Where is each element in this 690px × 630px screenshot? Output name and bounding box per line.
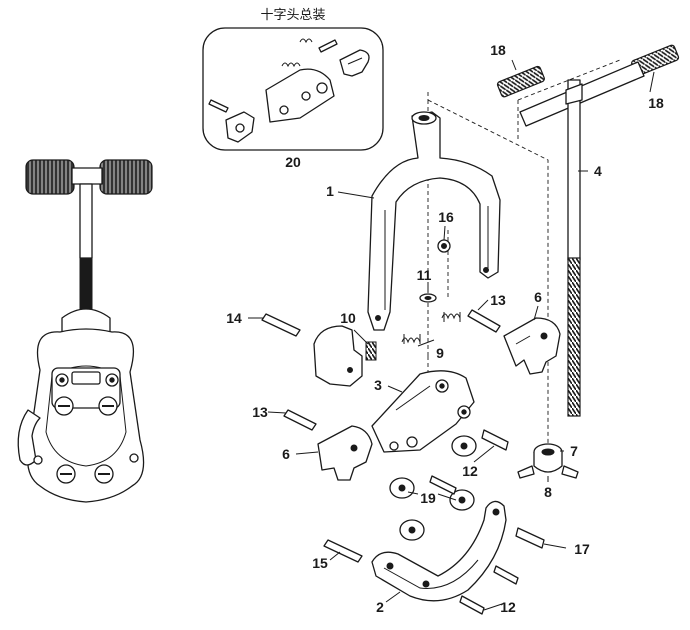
- handle-grip-right: [99, 159, 153, 195]
- callout-20: 20: [285, 154, 301, 170]
- callout-17: 17: [574, 541, 590, 557]
- callout-16: 16: [438, 209, 454, 225]
- part-11-washer: [419, 293, 437, 303]
- jaw-cap: [313, 325, 363, 387]
- bolt-lower-right: [493, 565, 519, 585]
- part-8-wings: [517, 465, 579, 479]
- callout-14: 14: [226, 310, 242, 326]
- bolts: [429, 429, 545, 615]
- inset-title: 十字头总装: [260, 8, 325, 23]
- pin-14: [261, 313, 301, 337]
- callout-13-lower: 13: [252, 404, 268, 420]
- pin-13-lower: [283, 409, 317, 431]
- callout-2: 2: [376, 599, 384, 615]
- part-9-springs: [401, 312, 461, 344]
- pins: [261, 309, 501, 563]
- callout-12-lower: 12: [500, 599, 516, 615]
- part-6-jaw-lower: [317, 425, 373, 481]
- callout-18-left: 18: [490, 42, 506, 58]
- callout-7: 7: [570, 443, 578, 459]
- callout-1: 1: [326, 183, 334, 199]
- callout-labels: 1 2 3 4 6 6 7 8 9 10 11 12 12 13 13 14 1…: [226, 42, 664, 615]
- part-16-nut: [437, 239, 451, 253]
- callout-8: 8: [544, 484, 552, 500]
- inset-crosshead-assembly: 十字头总装 20: [202, 8, 384, 170]
- part-10-spring: [365, 341, 377, 361]
- callout-6-lower: 6: [282, 446, 290, 462]
- pin-15: [323, 539, 363, 563]
- part-4-feed-screw: [519, 61, 645, 417]
- pin-13-upper: [467, 309, 501, 333]
- callout-6-upper: 6: [534, 289, 542, 305]
- callout-11: 11: [417, 267, 432, 283]
- callout-19: 19: [420, 490, 436, 506]
- assembled-cutter-illustration: [17, 159, 153, 503]
- part-6-jaw-upper: [503, 317, 561, 375]
- part-3-crosshead: [371, 370, 475, 453]
- part-2-lower-ring: [371, 500, 507, 602]
- leader-lines: [248, 59, 655, 611]
- callout-10: 10: [340, 310, 356, 326]
- bolt-12-mid: [429, 475, 457, 495]
- callout-13-upper: 13: [490, 292, 506, 308]
- part-1-frame: [367, 111, 501, 331]
- bolt-12-upper: [481, 429, 509, 451]
- callout-9: 9: [436, 345, 444, 361]
- part-7-wheel-nut: [533, 443, 563, 473]
- bolt-17: [515, 527, 545, 549]
- callout-12-mid: 12: [462, 463, 478, 479]
- callout-18-right: 18: [648, 95, 664, 111]
- callout-4: 4: [594, 163, 602, 179]
- callout-3: 3: [374, 377, 382, 393]
- handle-grip-left: [25, 159, 75, 195]
- bolt-12-lower: [459, 595, 485, 615]
- callout-15: 15: [312, 555, 328, 571]
- part-19-rollers: [389, 435, 477, 541]
